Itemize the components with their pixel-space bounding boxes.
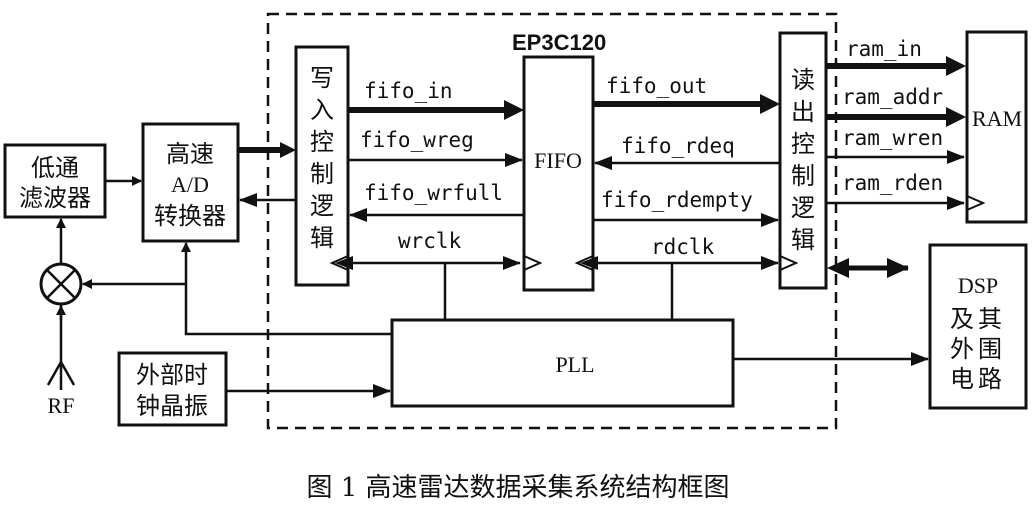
- pll-block: PLL: [390, 318, 735, 408]
- fifo-out-label: fifo_out: [606, 74, 707, 98]
- fpga-boundary: [266, 12, 838, 430]
- fifo-in-arrowhead: [504, 100, 524, 120]
- dsp-label-4: 电路: [950, 365, 1006, 393]
- rc-char: 逻: [791, 194, 815, 222]
- fifo-wreg-label: fifo_wreg: [360, 128, 474, 152]
- fifo-label: FIFO: [534, 148, 582, 173]
- rc-char: 读: [791, 66, 815, 94]
- ram-block: RAM: [965, 30, 1028, 224]
- fifo-block: FIFO: [522, 55, 595, 292]
- rc-char: 控: [791, 130, 815, 158]
- ram-addr-arrowhead: [946, 107, 966, 127]
- rdclk-label: rdclk: [651, 235, 715, 259]
- wc-char: 辑: [310, 224, 334, 252]
- ram-rden-label: ram_rden: [842, 171, 943, 195]
- lpf-label-1: 低通: [31, 154, 79, 182]
- rdctrl-clock-icon: [779, 255, 799, 271]
- rc-char: 制: [791, 162, 815, 190]
- adc-label-2: A/D: [171, 172, 209, 197]
- dsp-block: DSP 及其 外围 电路: [928, 243, 1028, 410]
- wrclk-label: wrclk: [398, 229, 462, 253]
- lowpass-filter-block: 低通 滤波器: [3, 143, 107, 219]
- osc-label-1: 外部时: [136, 361, 208, 389]
- wc-char: 入: [310, 96, 334, 124]
- chip-label: EP3C120: [512, 30, 606, 55]
- ram-addr-label: ram_addr: [842, 85, 943, 109]
- adc-block: 高速 A/D 转换器: [141, 122, 240, 243]
- write-control-block: 写 入 控 制 逻 辑: [294, 45, 350, 287]
- pll-to-adc-clock: [181, 242, 392, 336]
- rf-label: RF: [48, 393, 75, 418]
- figure-caption: 图 1 高速雷达数据采集系统结构框图: [306, 473, 729, 503]
- wc-char: 逻: [310, 192, 334, 220]
- ram-label: RAM: [972, 106, 1022, 131]
- mixer-icon: [39, 262, 83, 306]
- wc-char: 制: [310, 160, 334, 188]
- wc-char: 写: [310, 64, 334, 92]
- wrclk-input-icon: [523, 255, 543, 271]
- adc-data-arrowhead: [280, 142, 296, 158]
- rc-char: 出: [791, 98, 815, 126]
- osc-label-2: 钟晶振: [136, 392, 208, 420]
- fifo-rdempty-label: fifo_rdempty: [601, 188, 753, 212]
- read-control-block: 读 出 控 制 逻 辑: [778, 31, 828, 290]
- fifo-rdeq-label: fifo_rdeq: [621, 134, 735, 158]
- dsp-label-2: 及其: [950, 305, 1006, 333]
- fifo-out-arrowhead: [760, 94, 780, 114]
- fifo-wrfull-label: fifo_wrfull: [364, 181, 503, 205]
- dsp-label-3: 外围: [950, 335, 1006, 363]
- ram-wren-label: ram_wren: [842, 126, 943, 150]
- ram-clock-icon: [966, 195, 986, 211]
- dsp-label-1: DSP: [958, 273, 998, 298]
- wc-char: 控: [310, 128, 334, 156]
- adc-label-3: 转换器: [154, 202, 226, 230]
- oscillator-block: 外部时 钟晶振: [117, 351, 228, 427]
- fifo-in-label: fifo_in: [364, 79, 453, 103]
- rc-char: 辑: [791, 226, 815, 254]
- lpf-label-2: 滤波器: [19, 184, 91, 212]
- pll-label: PLL: [555, 352, 594, 377]
- ram-in-label: ram_in: [846, 37, 922, 61]
- ram-in-arrowhead: [946, 56, 966, 76]
- adc-label-1: 高速: [166, 140, 214, 168]
